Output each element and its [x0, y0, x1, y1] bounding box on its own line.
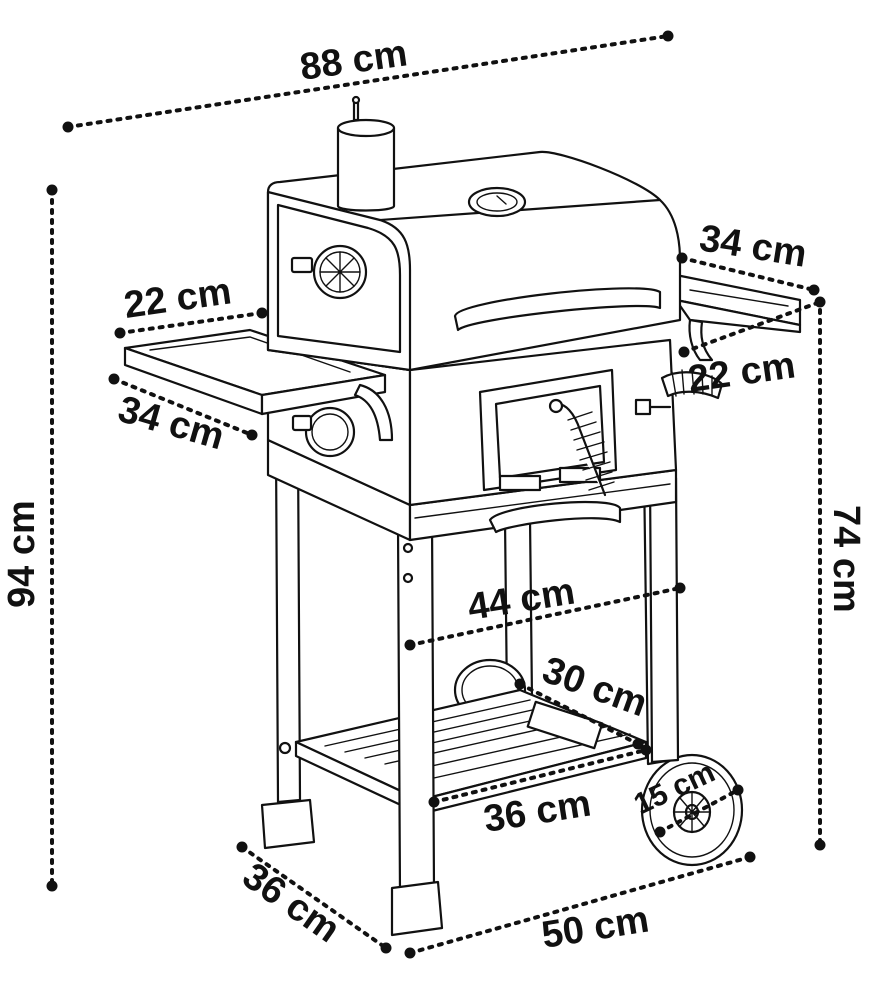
grill-illustration — [123, 95, 802, 937]
label-base-width: 50 cm — [539, 899, 652, 957]
charcoal-crank — [548, 369, 724, 497]
thermometer-icon — [467, 186, 527, 218]
dimension-lines — [46, 30, 826, 959]
grill-lid — [266, 150, 682, 372]
label-base-depth: 36 cm — [235, 855, 347, 951]
label-left-shelf-depth: 34 cm — [114, 388, 229, 458]
label-left-shelf-width: 22 cm — [121, 270, 234, 327]
right-side-shelf — [674, 273, 802, 362]
label-overall-height: 94 cm — [1, 500, 43, 608]
chimney — [336, 95, 396, 212]
label-working-height: 74 cm — [825, 505, 867, 613]
left-side-shelf — [123, 328, 394, 442]
front-wheel — [640, 753, 744, 867]
label-overall-width: 88 cm — [297, 32, 410, 89]
front-right-leg — [648, 476, 680, 764]
front-left-leg — [390, 518, 444, 937]
rear-left-leg — [260, 446, 316, 850]
label-frame-width: 44 cm — [465, 571, 578, 629]
